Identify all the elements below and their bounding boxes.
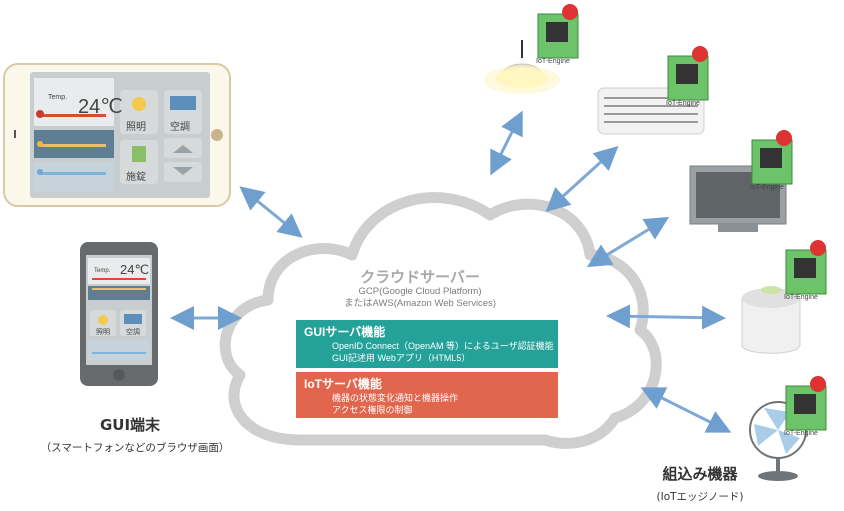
lamp-device — [484, 40, 560, 94]
devices-subcaption: (IoTエッジノード) — [656, 491, 744, 503]
phone-temp-label: Temp. — [94, 268, 111, 274]
iot-board-1 — [537, 4, 579, 59]
iot-board-label: IoT-Engine — [666, 100, 700, 107]
iot-board-2 — [667, 46, 709, 101]
gui-server-line-1: OpenID Connect（OpenAM 等）によるユーザ認証機能 — [332, 341, 554, 351]
iot-server-box: IoTサーバ機能 機器の状態変化通知と機器操作 アクセス権限の制御 — [296, 372, 558, 418]
gui-terminal-caption: GUI端末 — [99, 416, 161, 434]
arrow-ac — [545, 145, 619, 213]
tablet-temp-label: Temp. — [48, 94, 68, 101]
arrow-fan — [640, 387, 732, 433]
cloud-subtitle-line-1: GCP(Google Cloud Platform) — [358, 286, 482, 297]
cloud-title: クラウドサーバー — [360, 268, 480, 286]
tablet-device — [3, 63, 231, 207]
arrow-cooker — [606, 304, 726, 330]
phone-ac-button[interactable]: 空調 — [126, 329, 140, 336]
arrow-tablet — [239, 186, 303, 238]
fan-device — [749, 401, 807, 481]
gui-server-title: GUIサーバ機能 — [304, 325, 386, 339]
cloud-subtitle-line-2: またはAWS(Amazon Web Services) — [343, 298, 497, 309]
phone-temp-value: 24℃ — [120, 262, 150, 277]
tablet-light-button[interactable]: 照明 — [126, 122, 146, 133]
iot-board-5 — [785, 376, 827, 431]
iot-board-label: IoT-Engine — [784, 430, 818, 437]
iot-server-line-2: アクセス権限の制御 — [332, 405, 413, 415]
arrow-lamp — [490, 110, 523, 176]
iot-server-title: IoTサーバ機能 — [304, 377, 382, 391]
phone-light-button[interactable]: 照明 — [96, 329, 110, 336]
tablet-temp-value: 24℃ — [78, 96, 123, 118]
phone-device — [80, 242, 158, 386]
gui-server-line-2: GUI記述用 Webアプリ（HTML5） — [332, 353, 471, 363]
tablet-lock-button[interactable]: 施錠 — [126, 172, 146, 183]
iot-board-label: IoT-Engine — [750, 184, 784, 191]
gui-server-box: GUIサーバ機能 OpenID Connect（OpenAM 等）によるユーザ認… — [296, 320, 558, 368]
iot-board-4 — [785, 240, 827, 295]
devices-caption: 組込み機器 — [662, 465, 738, 483]
tablet-ac-button[interactable]: 空調 — [170, 122, 190, 133]
iot-board-label: IoT-Engine — [784, 294, 818, 301]
gui-terminal-subcaption: （スマートフォンなどのブラウザ画面） — [40, 442, 230, 454]
iot-board-3 — [751, 130, 793, 185]
iot-board-label: IoT-Engine — [536, 58, 570, 65]
arrow-tv — [586, 216, 670, 268]
iot-server-line-1: 機器の状態変化通知と機器操作 — [332, 393, 459, 403]
cloud-subtitle: GCP(Google Cloud Platform) またはAWS(Amazon… — [290, 286, 550, 310]
